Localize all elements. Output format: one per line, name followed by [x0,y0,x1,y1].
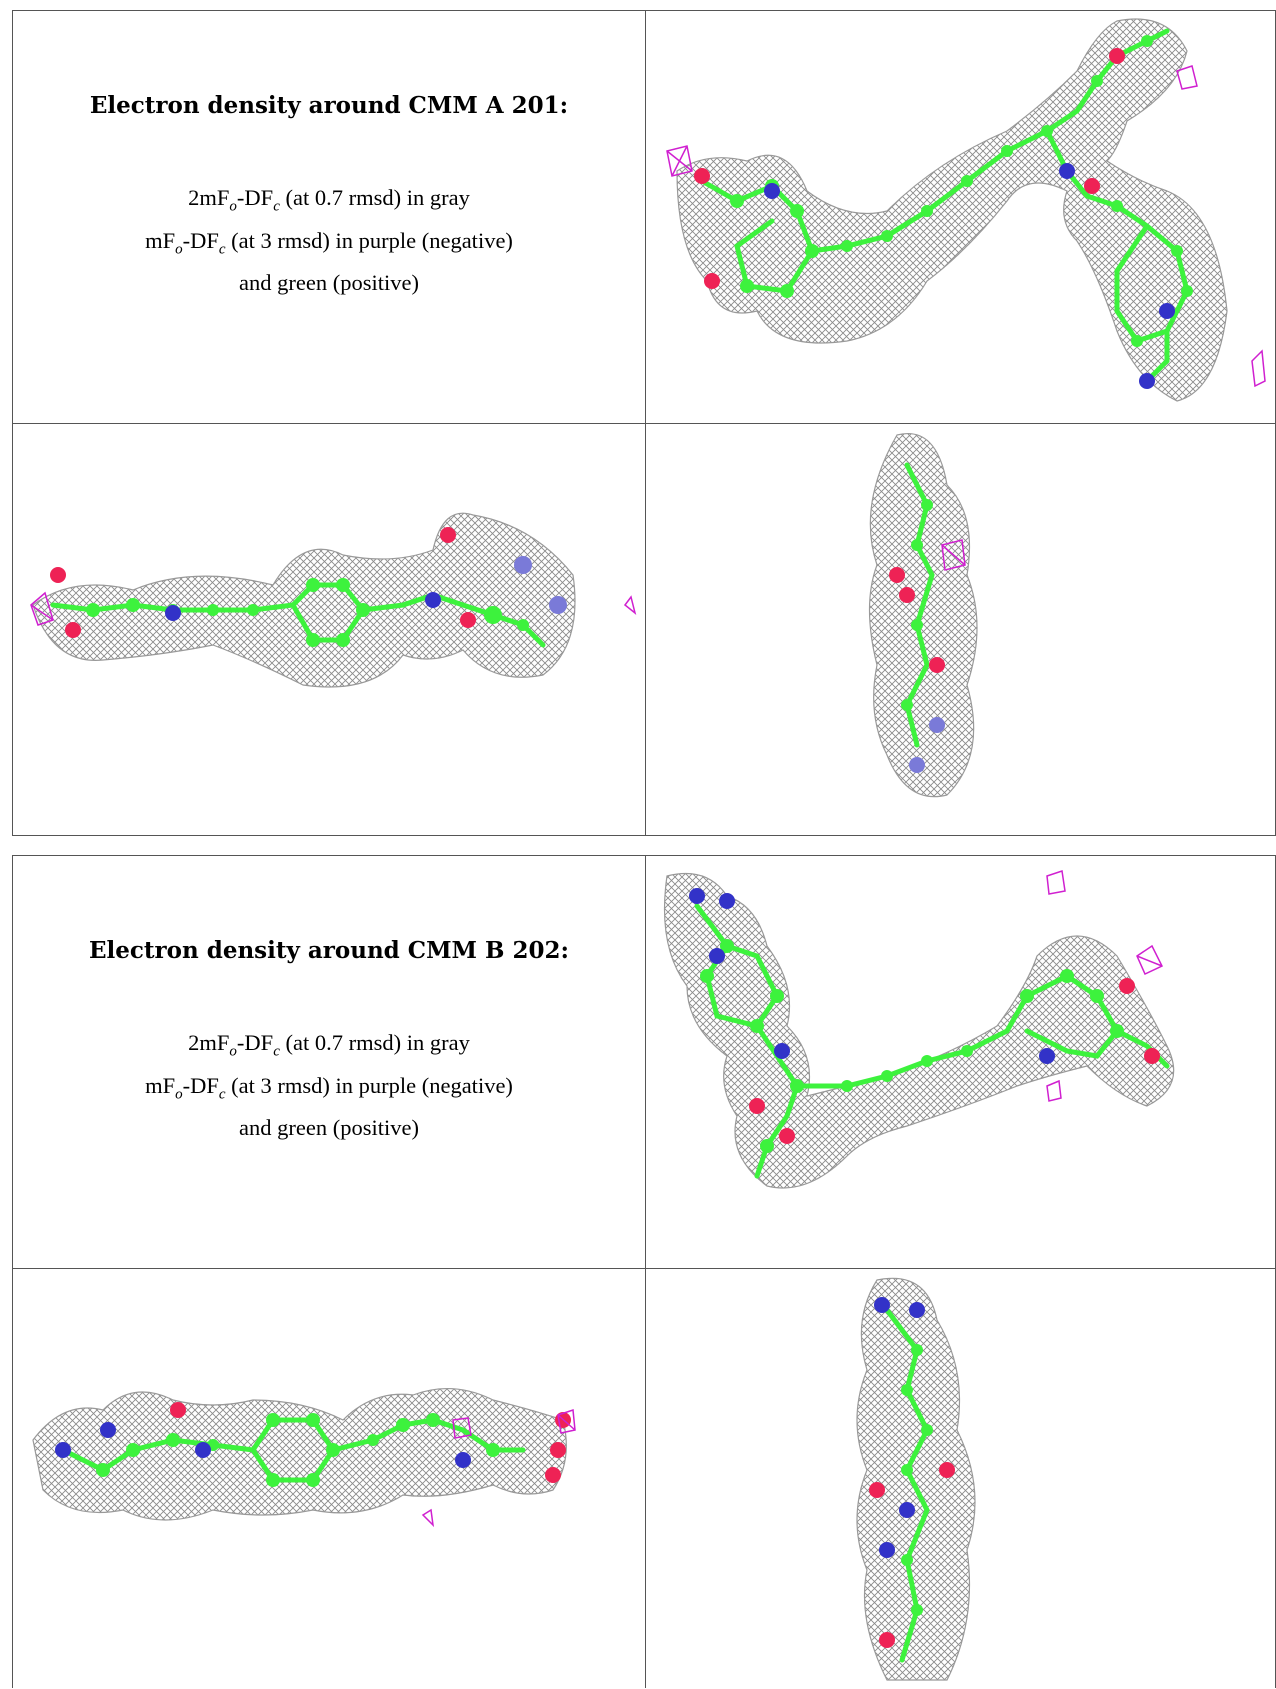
caption-cell-a: Electron density around CMM A 201: 2mFo-… [13,11,645,423]
panel-title: Electron density around CMM A 201: [89,92,569,119]
density-view-a-end [647,425,1276,835]
legend-line-colors: and green (positive) [239,270,419,295]
legend-line-colors: and green (positive) [239,1115,419,1140]
map-legend: 2mFo-DFc (at 0.7 rmsd) in gray mFo-DFc (… [145,181,513,300]
map-legend: 2mFo-DFc (at 0.7 rmsd) in gray mFo-DFc (… [145,1026,513,1145]
legend-line-mfo: mFo-DFc (at 3 rmsd) in purple (negative) [145,227,513,258]
panel-title: Electron density around CMM B 202: [89,937,569,964]
density-table-b: Electron density around CMM B 202: 2mFo-… [12,855,1276,1688]
legend-line-mfo: mFo-DFc (at 3 rmsd) in purple (negative) [145,1072,513,1103]
caption-cell-b: Electron density around CMM B 202: 2mFo-… [13,856,645,1268]
density-view-a-side [13,425,645,835]
density-view-b-end [647,1270,1276,1689]
row-divider [13,423,1275,424]
legend-line-2mfo: 2mFo-DFc (at 0.7 rmsd) in gray [188,185,470,215]
column-divider [645,856,646,1688]
legend-line-2mfo: 2mFo-DFc (at 0.7 rmsd) in gray [188,1030,470,1060]
density-view-b-front [647,856,1276,1268]
density-view-a-front [647,11,1276,423]
row-divider [13,1268,1275,1269]
density-table-a: Electron density around CMM A 201: 2mFo-… [12,10,1276,836]
density-view-b-side [13,1270,645,1689]
